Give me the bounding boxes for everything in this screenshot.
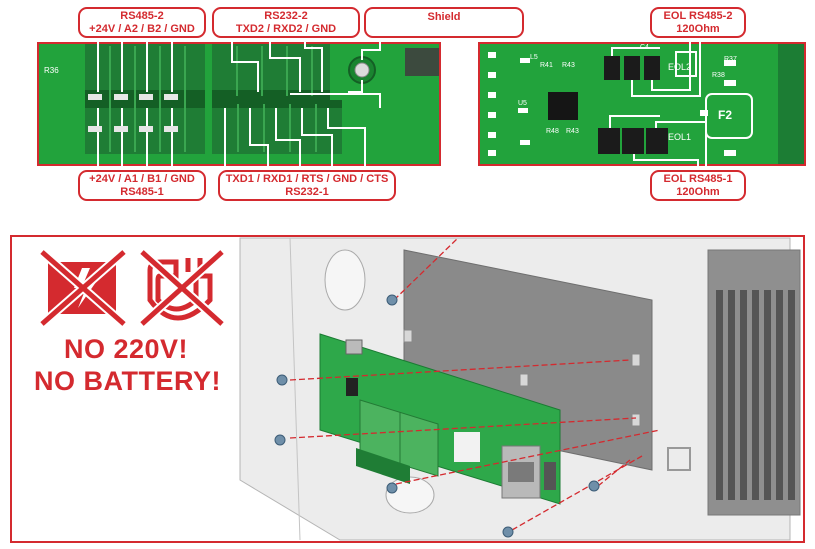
rs232-2-title: RS232-2	[264, 9, 308, 22]
pcb-mark-r36: R36	[44, 66, 59, 75]
pcb-mark-r43b: R43	[566, 128, 579, 135]
pcb-component	[405, 48, 439, 76]
fuse-f2	[705, 93, 753, 139]
pcb-mark-r37: R37	[724, 56, 737, 63]
pcb-mark-r43: R43	[562, 62, 575, 69]
eol1-value: 120Ohm	[676, 185, 720, 198]
label-eol-rs485-1: EOL RS485-1 120Ohm	[650, 170, 746, 201]
rs485-2-pins: +24V / A2 / B2 / GND	[89, 22, 195, 35]
eol1-title: EOL RS485-1	[663, 172, 733, 185]
pcb-edge-component	[778, 44, 804, 164]
eol2-value: 120Ohm	[676, 22, 720, 35]
label-shield: Shield	[364, 7, 524, 38]
no-battery-icon	[138, 248, 226, 328]
eol2-title: EOL RS485-2	[663, 9, 733, 22]
rs485-1-title: RS485-1	[120, 185, 164, 198]
warning-no-battery: NO BATTERY!	[34, 366, 221, 396]
label-rs232-2: RS232-2 TXD2 / RXD2 / GND	[212, 7, 360, 38]
pcb-mark-r38: R38	[712, 72, 725, 79]
pcb-mark-eol2: EOL2	[668, 62, 692, 72]
pcb-mark-l5: L5	[530, 54, 538, 61]
pcb-mark-u5: U5	[518, 100, 527, 107]
ic-chip	[548, 92, 578, 120]
pcb-terminal-blocks	[356, 399, 439, 484]
label-rs232-1: TXD1 / RXD1 / RTS / GND / CTS RS232-1	[218, 170, 396, 201]
label-rs485-2: RS485-2 +24V / A2 / B2 / GND	[78, 7, 206, 38]
rs485-2-title: RS485-2	[120, 9, 164, 22]
pcb-mark-r41: R41	[540, 62, 553, 69]
rs232-1-title: RS232-1	[285, 185, 329, 198]
no-mains-power-icon	[39, 248, 127, 328]
label-eol-rs485-2: EOL RS485-2 120Ohm	[650, 7, 746, 38]
rs485-1-pins: +24V / A1 / B1 / GND	[89, 172, 195, 185]
rs232-1-pins: TXD1 / RXD1 / RTS / GND / CTS	[225, 172, 389, 185]
vent-grille	[707, 249, 801, 516]
interface-pcb	[319, 333, 561, 505]
network-jack	[501, 445, 556, 499]
pcb-mark-c4: C4	[640, 44, 649, 51]
warning-no-220v: NO 220V!	[64, 334, 189, 364]
pcb-mark-eol1: EOL1	[668, 132, 692, 142]
pcb-mark-r48: R48	[546, 128, 559, 135]
eol2-jumpers	[604, 56, 660, 80]
pcb-mark-f2: F2	[718, 108, 733, 122]
shield-title: Shield	[427, 11, 461, 23]
screw-icons	[274, 294, 600, 538]
label-rs485-1: +24V / A1 / B1 / GND RS485-1	[78, 170, 206, 201]
eol1-jumpers	[598, 128, 668, 154]
rs232-2-pins: TXD2 / RXD2 / GND	[235, 22, 337, 35]
